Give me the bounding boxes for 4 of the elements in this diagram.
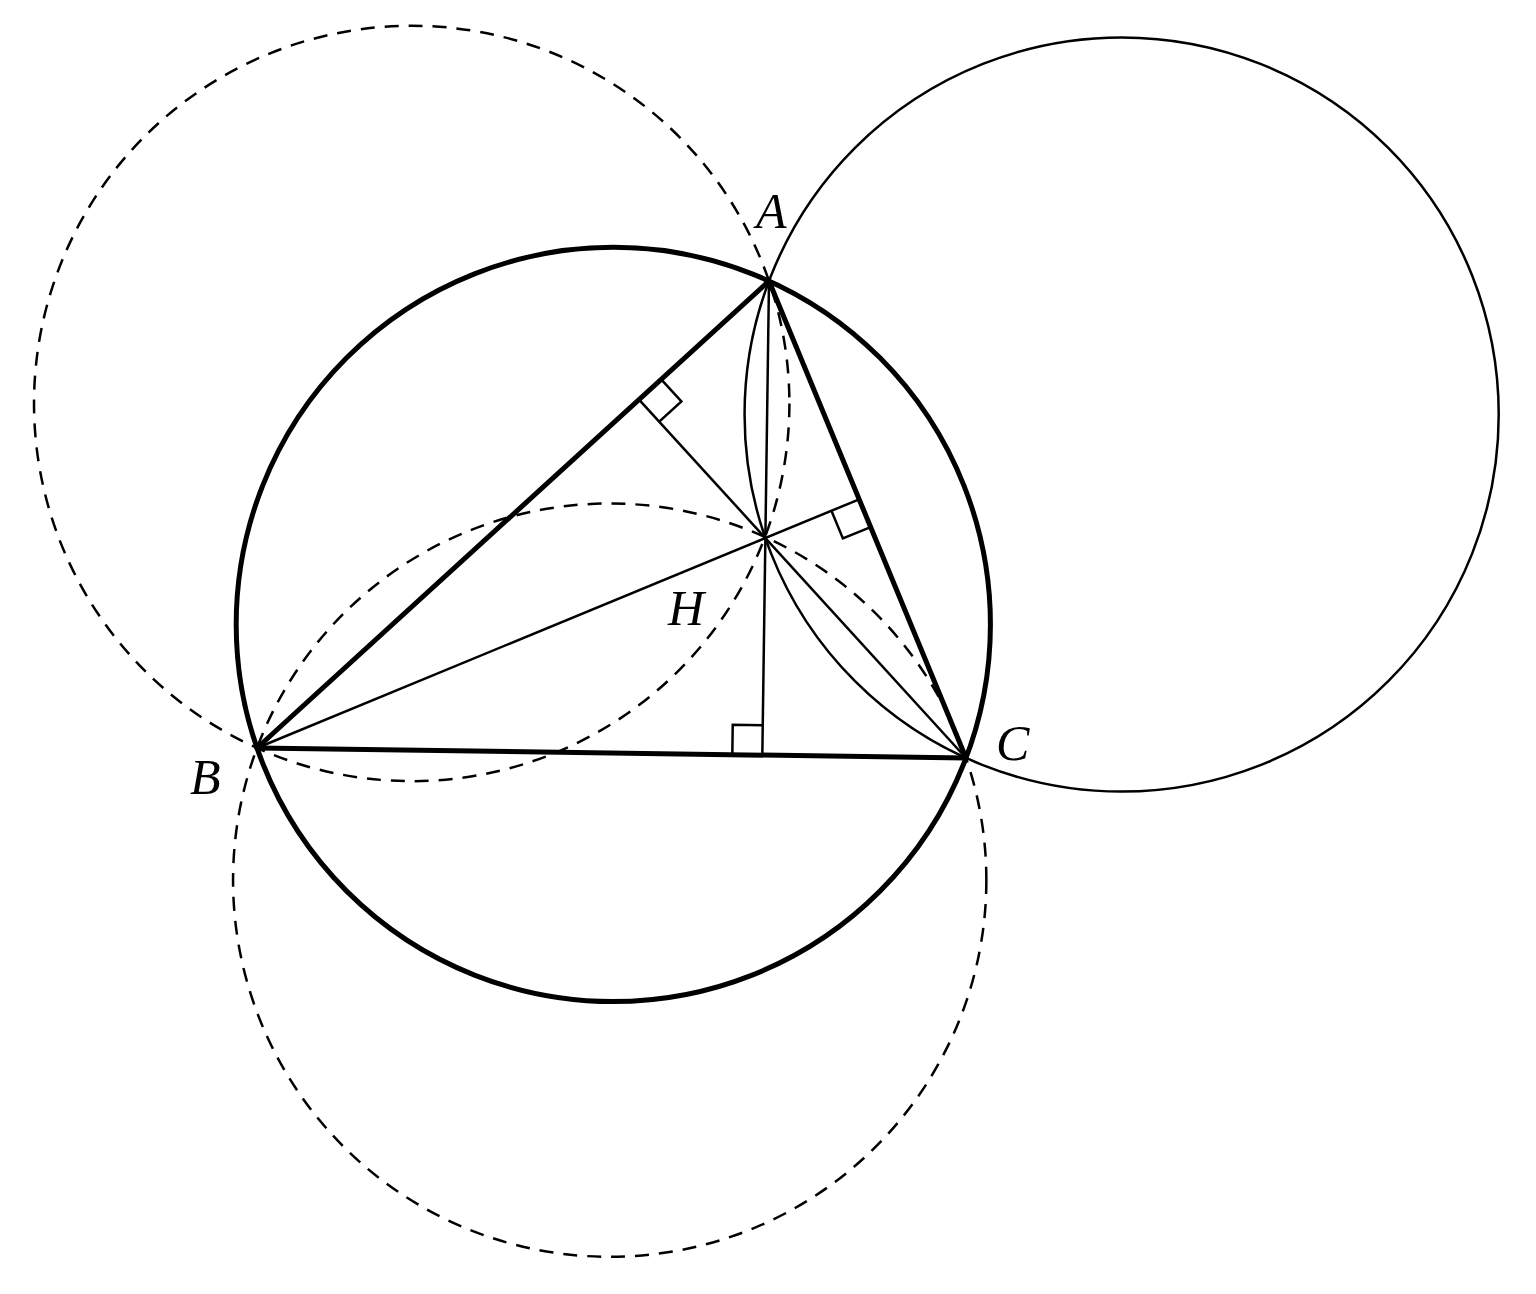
point-label: H [668,583,705,633]
triangle-side [254,278,772,751]
point-label: C [996,718,1030,768]
point-label: B [190,752,221,802]
